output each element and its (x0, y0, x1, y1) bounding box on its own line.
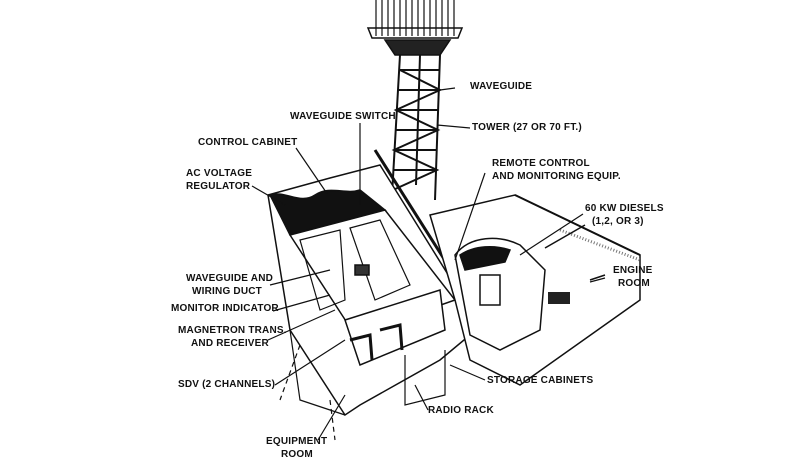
label-diesels-count: (1,2, OR 3) (592, 216, 644, 227)
label-waveguide-switch: WAVEGUIDE SWITCH (290, 111, 396, 122)
label-equipment: EQUIPMENT (266, 436, 328, 447)
label-radio-rack: RADIO RACK (428, 405, 494, 416)
label-ac-voltage: AC VOLTAGE (186, 168, 253, 179)
label-engine: ENGINE (613, 265, 653, 276)
label-receiver: AND RECEIVER (191, 338, 269, 349)
engine-building (429, 194, 641, 386)
label-monitoring-equip: AND MONITORING EQUIP. (492, 171, 621, 182)
label-ac-regulator: REGULATOR (186, 181, 251, 192)
antenna (366, 0, 464, 56)
label-storage-cabinets: STORAGE CABINETS (487, 375, 594, 386)
leader-lines (251, 123, 606, 441)
label-waveguide-and: WAVEGUIDE AND (186, 273, 274, 284)
label-diesels: 60 KW DIESELS (585, 203, 664, 214)
tower (391, 54, 471, 201)
label-engine-room: ROOM (618, 278, 650, 289)
label-waveguide: WAVEGUIDE (470, 81, 533, 92)
label-tower: TOWER (27 OR 70 FT.) (472, 122, 582, 133)
label-remote-control: REMOTE CONTROL (492, 158, 590, 169)
label-monitor-indicator: MONITOR INDICATOR (171, 303, 279, 314)
equipment-building (267, 149, 472, 441)
label-magnetron: MAGNETRON TRANS. (178, 325, 287, 336)
label-sdv: SDV (2 CHANNELS) (178, 379, 276, 390)
label-wiring-duct: WIRING DUCT (192, 286, 262, 297)
label-equipment-room: ROOM (281, 449, 313, 460)
label-control-cabinet: CONTROL CABINET (198, 137, 298, 148)
